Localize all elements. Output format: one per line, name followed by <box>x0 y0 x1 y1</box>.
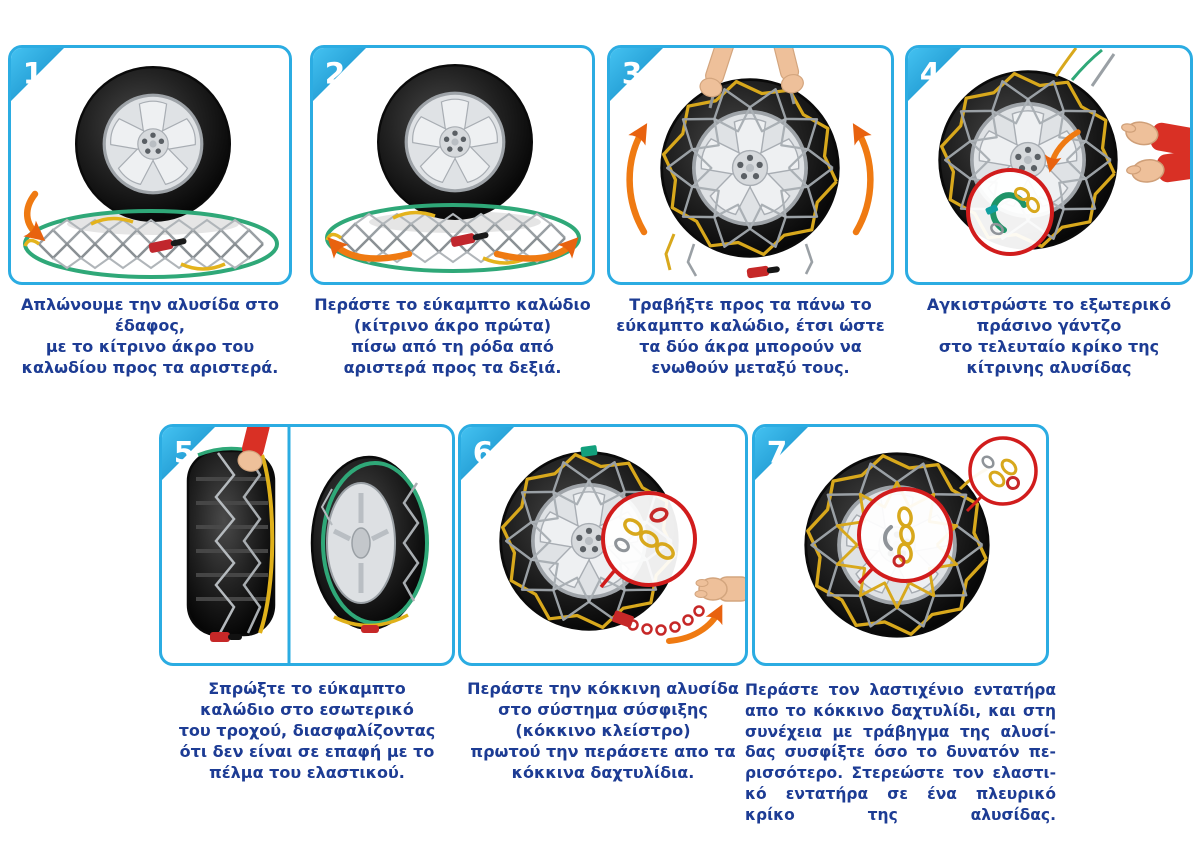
red-ring-icon <box>1006 476 1020 490</box>
orange-arrow-icon <box>1044 129 1081 173</box>
step-1-illustration <box>23 48 279 279</box>
green-clip-icon <box>580 445 598 457</box>
magnifier-inset <box>599 491 697 589</box>
step-2-caption: Περάστε το εύκαμπτο καλώδιο (κίτρινο άκρ… <box>314 295 591 378</box>
yellow-link-icon <box>988 470 1006 488</box>
magnifier-inset <box>966 168 1054 256</box>
red-ring-icon <box>649 507 669 523</box>
red-tensioner-icon <box>210 632 242 642</box>
spokes <box>332 493 390 593</box>
wheel-illustration <box>76 67 230 221</box>
magnifier-inset-center <box>857 487 953 585</box>
yellow-link-icon <box>899 524 915 546</box>
hand-red-sleeve-icon <box>237 427 270 472</box>
step-4-caption: Αγκιστρώστε το εξωτερικό πράσινο γάντζο … <box>926 295 1172 378</box>
chain-net-icon <box>242 452 262 634</box>
magnifier-inset-top <box>965 436 1038 513</box>
step-4-panel: 4 <box>905 45 1193 285</box>
step-6-illustration <box>461 445 745 644</box>
step-1-badge: 1 <box>11 48 64 101</box>
step-2-badge: 2 <box>313 48 366 101</box>
step-5-badge: 5 <box>162 427 215 480</box>
step-1-number: 1 <box>23 56 44 90</box>
step-7-badge: 7 <box>755 427 808 480</box>
chain-net-icon <box>402 482 420 602</box>
teal-clip-icon <box>985 204 999 215</box>
green-cable-strand-icon <box>1070 48 1103 81</box>
yellow-link-icon <box>1000 458 1018 476</box>
chain-net-icon <box>214 452 236 634</box>
wheel-with-chain-illustration <box>662 80 839 257</box>
yellow-link-icon <box>897 542 913 564</box>
step-6-number: 6 <box>473 435 494 469</box>
step-1-panel: 1 <box>8 45 292 285</box>
step-6-panel: 6 <box>458 424 748 666</box>
hanging-chain-icon <box>686 243 698 277</box>
step-5-illustration <box>186 427 429 663</box>
hanging-chain-icon <box>804 243 814 275</box>
step-6-caption: Περάστε την κόκκινη αλυσίδα στο σύστημα … <box>467 679 739 783</box>
step-3-number: 3 <box>622 56 643 90</box>
orange-arrow-left-icon <box>327 237 413 262</box>
orange-arrow-right-icon <box>493 237 579 262</box>
yellow-cable-icon <box>258 454 275 634</box>
hub <box>351 527 371 559</box>
step-1-caption: Απλώνουμε την αλυσίδα στο έδαφος, με το … <box>21 295 279 378</box>
orange-arrow-up-right-icon <box>852 123 874 236</box>
chain-on-ground-icon <box>23 209 279 279</box>
green-cable-ring-icon <box>321 461 429 625</box>
step-5-caption: Σπρώξτε το εύκαμπτο καλώδιο στο εσωτερικ… <box>178 679 436 783</box>
step-3-badge: 3 <box>610 48 663 101</box>
yellow-link-icon <box>639 530 659 548</box>
step-6-badge: 6 <box>461 427 514 480</box>
step-3-illustration <box>626 48 874 279</box>
wheel-illustration <box>378 65 532 219</box>
hand-icon <box>694 576 745 602</box>
red-ring-icon <box>892 554 906 568</box>
red-clasp-icon <box>612 610 634 628</box>
yellow-link-icon <box>655 542 675 560</box>
step-3-panel: 3 <box>607 45 894 285</box>
step-2-illustration <box>325 48 581 273</box>
yellow-link-icon <box>623 518 643 536</box>
step-5-panel: 5 <box>159 424 455 666</box>
step-2-panel: 2 <box>310 45 595 285</box>
step-5-number: 5 <box>174 435 195 469</box>
step-7-caption: Περάστε τον λαστιχένιο εντατήρα απο το κ… <box>745 681 1056 824</box>
panel-divider <box>287 427 291 663</box>
orange-arrow-icon <box>666 604 723 644</box>
step-4-illustration <box>908 48 1190 256</box>
chain-net-icon <box>320 488 333 526</box>
step-3-caption: Τραβήξτε προς τα πάνω το εύκαμπτο καλώδι… <box>616 295 885 378</box>
grey-link-icon <box>981 455 995 469</box>
hand-red-sleeve-icon <box>1124 146 1190 189</box>
step-2-number: 2 <box>325 56 346 90</box>
red-tensioner-icon <box>361 625 379 633</box>
red-tensioner-icon <box>746 265 780 279</box>
orange-arrow-icon <box>23 190 46 242</box>
step-7-number: 7 <box>767 435 788 469</box>
step-4-badge: 4 <box>908 48 961 101</box>
grey-link-icon <box>614 537 630 553</box>
yellow-link-icon <box>1013 186 1031 202</box>
step-7-illustration <box>755 436 1038 663</box>
grey-hook-icon <box>883 525 893 551</box>
yellow-cable-end-icon <box>664 233 676 271</box>
yellow-link-icon <box>1025 196 1041 214</box>
step-4-number: 4 <box>920 56 941 90</box>
grey-chain-strand-icon <box>1090 53 1116 87</box>
yellow-chain-strand-icon <box>1054 48 1078 77</box>
grey-link-icon <box>990 222 1004 236</box>
step-7-panel: 7 <box>752 424 1049 666</box>
orange-arrow-up-left-icon <box>626 123 648 236</box>
